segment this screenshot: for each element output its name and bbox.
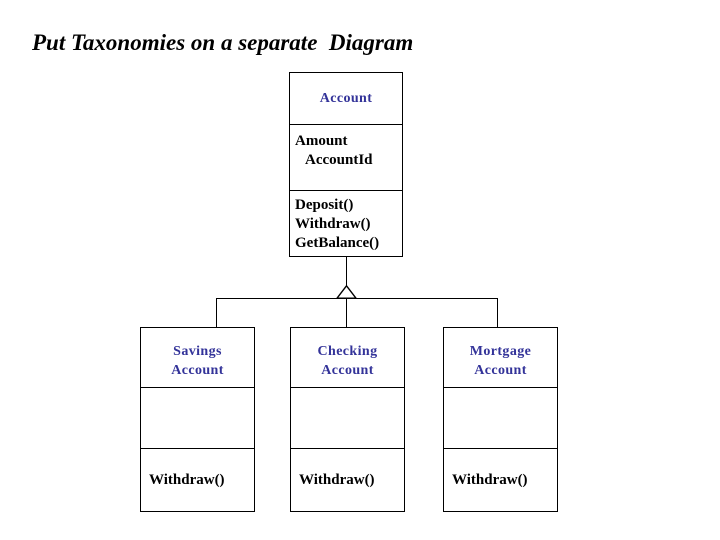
class-name-line: Savings	[173, 344, 222, 359]
class-attributes-compartment	[291, 387, 404, 448]
operation-item: Withdraw()	[452, 472, 528, 488]
class-operations-compartment: Withdraw()	[291, 448, 404, 511]
class-name-line: Account	[321, 363, 374, 378]
generalization-branch-checking	[346, 298, 347, 327]
class-attributes-compartment	[444, 387, 557, 448]
class-name-line: Account	[319, 91, 373, 106]
attribute-item: AccountId	[305, 152, 373, 168]
class-name-compartment: Account	[290, 73, 402, 124]
class-attributes-compartment	[141, 387, 254, 448]
inheritance-triangle-icon	[336, 285, 357, 299]
generalization-bar	[216, 298, 498, 299]
class-attributes-compartment: Amount AccountId	[290, 124, 402, 190]
class-name-line: Checking	[317, 344, 378, 359]
operation-item: Deposit()	[295, 197, 354, 213]
class-box-savings-account[interactable]: Savings Account Withdraw()	[140, 327, 255, 512]
class-operations-compartment: Withdraw()	[444, 448, 557, 511]
class-name-line: Account	[171, 363, 224, 378]
class-box-checking-account[interactable]: Checking Account Withdraw()	[290, 327, 405, 512]
operation-item: GetBalance()	[295, 235, 380, 251]
generalization-branch-mortgage	[497, 298, 498, 327]
class-box-account[interactable]: Account Amount AccountId Deposit() Withd…	[289, 72, 403, 257]
operation-item: Withdraw()	[149, 472, 225, 488]
class-operations-compartment: Withdraw()	[141, 448, 254, 511]
class-name-compartment: Savings Account	[141, 328, 254, 387]
class-name-compartment: Checking Account	[291, 328, 404, 387]
generalization-branch-savings	[216, 298, 217, 327]
class-box-mortgage-account[interactable]: Mortgage Account Withdraw()	[443, 327, 558, 512]
class-operations-compartment: Deposit() Withdraw() GetBalance()	[290, 190, 402, 256]
operation-item: Withdraw()	[299, 472, 375, 488]
operation-item: Withdraw()	[295, 216, 371, 232]
attribute-item: Amount	[295, 133, 348, 149]
class-name-compartment: Mortgage Account	[444, 328, 557, 387]
generalization-stem	[346, 257, 347, 286]
page-title: Put Taxonomies on a separate Diagram	[32, 30, 414, 55]
class-name-line: Mortgage	[469, 344, 532, 359]
class-name-line: Account	[474, 363, 527, 378]
